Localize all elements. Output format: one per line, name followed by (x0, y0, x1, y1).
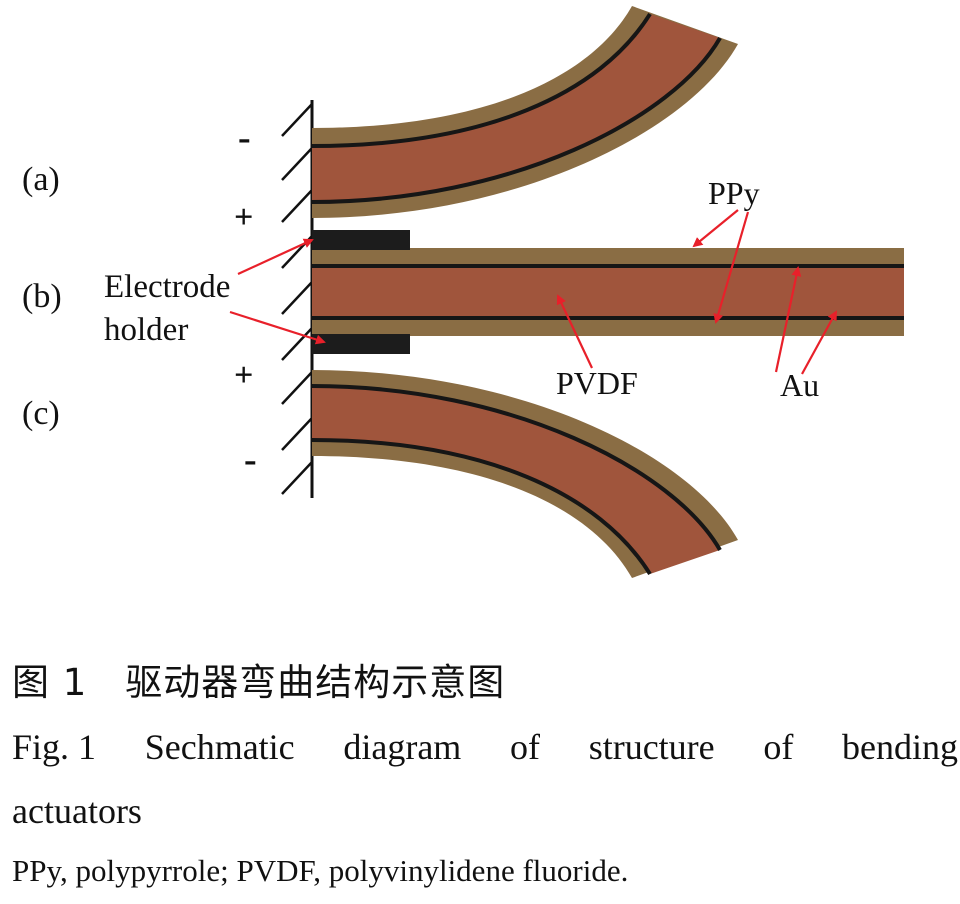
panel-label-a: (a) (22, 161, 60, 198)
actuator-bent-up (311, 6, 738, 218)
actuator-bent-down (311, 370, 738, 578)
caption-word: of (763, 727, 794, 767)
caption-word: Fig. 1 (12, 727, 97, 767)
polarity-c-bottom: - (244, 439, 257, 481)
arrow-ppy-middle (713, 211, 750, 324)
polarity-a-top: - (238, 117, 251, 159)
arrow-ppy-top (692, 209, 739, 248)
label-electrode-line2: holder (104, 312, 188, 348)
caption-word: structure (588, 727, 715, 767)
panel-label-b: (b) (22, 278, 62, 315)
arrow-electrode-bottom (229, 310, 326, 345)
arrow-au-bottom (801, 310, 837, 375)
arrow-au-top (774, 266, 802, 373)
panel-label-c: (c) (22, 395, 60, 432)
electrode-clamp-top (312, 230, 410, 250)
figure-caption-chinese: 图 1 驱动器弯曲结构示意图 (12, 661, 506, 704)
actuator-straight (312, 248, 904, 336)
label-pvdf: PVDF (556, 365, 638, 401)
label-ppy: PPy (708, 175, 760, 211)
caption-word: Sechmatic (144, 727, 295, 767)
caption-word: of (510, 727, 540, 767)
polarity-c-top: + (234, 357, 253, 394)
caption-word: diagram (343, 727, 462, 767)
caption-word: bending (842, 727, 958, 767)
arrow-pvdf (556, 294, 593, 369)
figure-caption-english: Fig. 1 Sechmatic diagram of structure of… (12, 726, 958, 768)
label-au: Au (780, 367, 819, 403)
electrode-clamp-bottom (312, 334, 410, 354)
abbreviations-note: PPy, polypyrrole; PVDF, polyvinylidene f… (12, 853, 629, 888)
label-electrode-line1: Electrode (104, 269, 230, 305)
fixed-wall (281, 100, 314, 498)
polarity-a-bottom: + (234, 199, 253, 236)
bending-actuator-diagram: (a) (b) (c) - + + - PPy Electrode holder… (22, 6, 904, 578)
arrow-electrode-top (237, 238, 314, 275)
pointer-arrows (229, 209, 837, 375)
figure-caption-english-line2: actuators (12, 791, 142, 831)
